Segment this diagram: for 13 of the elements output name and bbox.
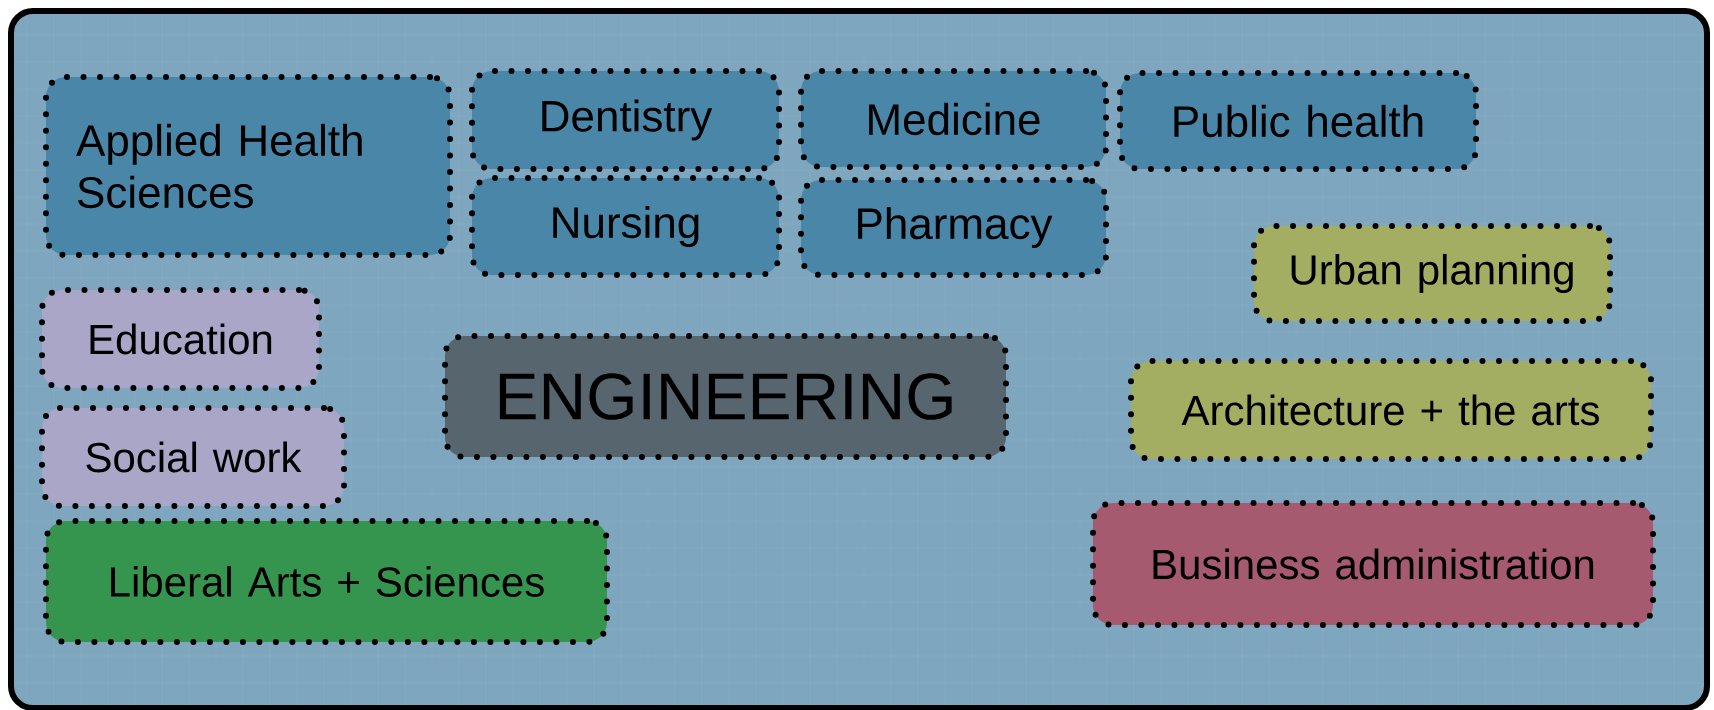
department-box: Business administration (1090, 500, 1656, 628)
department-box: Architecture + the arts (1128, 358, 1654, 462)
department-box: Pharmacy (798, 177, 1109, 278)
department-box: Dentistry (469, 68, 782, 172)
department-box: Medicine (798, 68, 1109, 170)
department-box: Applied Health Sciences (43, 74, 453, 258)
department-box: Liberal Arts + Sciences (43, 518, 610, 645)
department-box: ENGINEERING (442, 333, 1009, 460)
department-box: Urban planning (1251, 223, 1613, 324)
department-box: Social work (39, 405, 347, 509)
department-box: Education (39, 287, 322, 391)
department-box: Public health (1117, 70, 1479, 172)
department-box: Nursing (469, 175, 782, 278)
